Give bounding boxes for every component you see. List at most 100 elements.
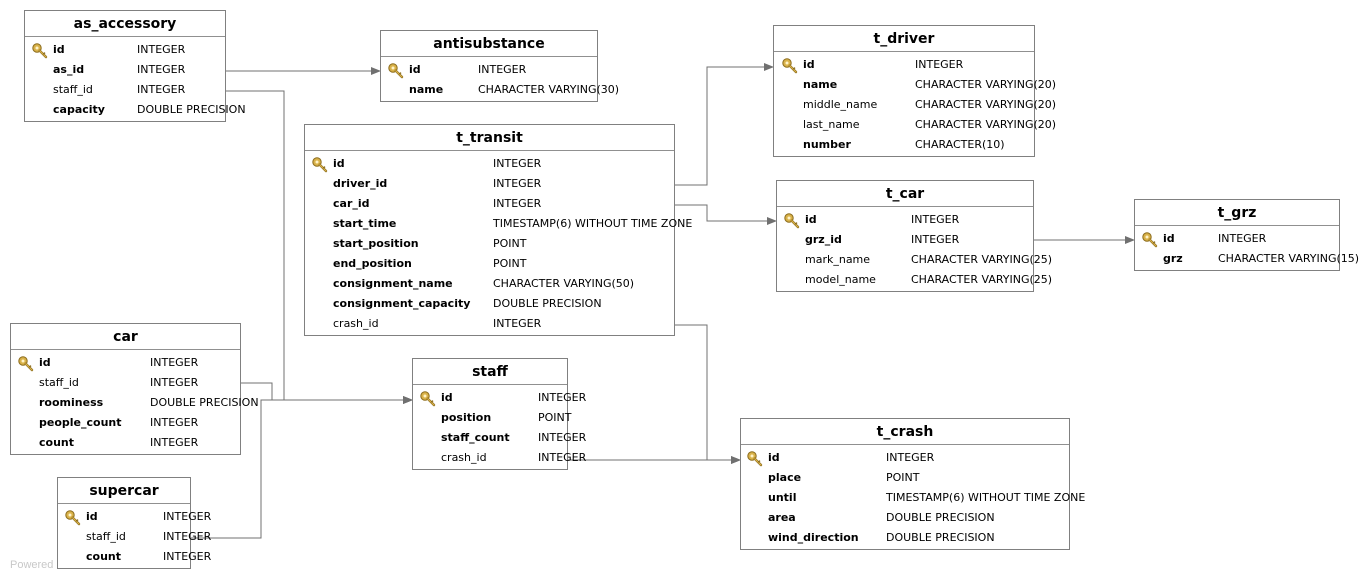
column-name: driver_id [333,177,388,190]
column-name: position [441,411,492,424]
column-row[interactable]: driver_id INTEGER [305,174,674,194]
column-name: name [409,83,444,96]
column-type: INTEGER [150,436,199,449]
column-name: end_position [333,257,412,270]
column-type: TIMESTAMP(6) WITHOUT TIME ZONE [886,491,1086,504]
column-name: id [53,43,65,56]
column-type: INTEGER [493,177,542,190]
column-type: INTEGER [1218,232,1267,245]
column-row[interactable]: model_name CHARACTER VARYING(25) [777,270,1052,290]
column-type: POINT [538,411,572,424]
column-type: DOUBLE PRECISION [886,531,995,544]
column-name: id [805,213,817,226]
column-type: POINT [493,237,527,250]
relation-line-t-transit-crash-id [675,324,741,464]
column-type: CHARACTER VARYING(30) [478,83,620,96]
table-title: t_transit [305,125,674,151]
column-type: INTEGER [150,356,199,369]
column-name: staff_count [441,431,510,444]
column-row[interactable]: position POINT [413,408,571,428]
column-name: id [39,356,51,369]
column-name: crash_id [441,451,487,464]
column-name: capacity [53,103,105,116]
column-name: staff_id [53,83,93,96]
key-icon [64,509,82,526]
column-name: crash_id [333,317,379,330]
column-name: id [768,451,780,464]
column-type: CHARACTER VARYING(25) [911,273,1053,286]
column-type: POINT [886,471,920,484]
column-name: staff_id [86,530,126,543]
column-name: id [1163,232,1175,245]
column-row[interactable]: name CHARACTER VARYING(30) [381,80,619,100]
column-type: INTEGER [538,391,587,404]
key-icon [783,212,801,229]
column-row[interactable]: id INTEGER [11,353,240,373]
key-icon [419,390,437,407]
key-icon [31,42,49,59]
column-name: last_name [803,118,860,131]
column-type: DOUBLE PRECISION [886,511,995,524]
column-name: model_name [805,273,876,286]
column-name: name [803,78,838,91]
table-title: antisubstance [381,31,597,57]
table-title: t_crash [741,419,1069,445]
column-type: CHARACTER VARYING(15) [1218,252,1359,265]
column-row[interactable]: id INTEGER [1135,229,1339,249]
column-row[interactable]: id INTEGER [777,210,1033,230]
column-type: INTEGER [150,376,199,389]
relation-line-t-transit-driver-id [675,63,774,186]
column-name: start_time [333,217,397,230]
column-name: car_id [333,197,370,210]
column-type: INTEGER [911,213,960,226]
column-type: CHARACTER(10) [915,138,1005,151]
